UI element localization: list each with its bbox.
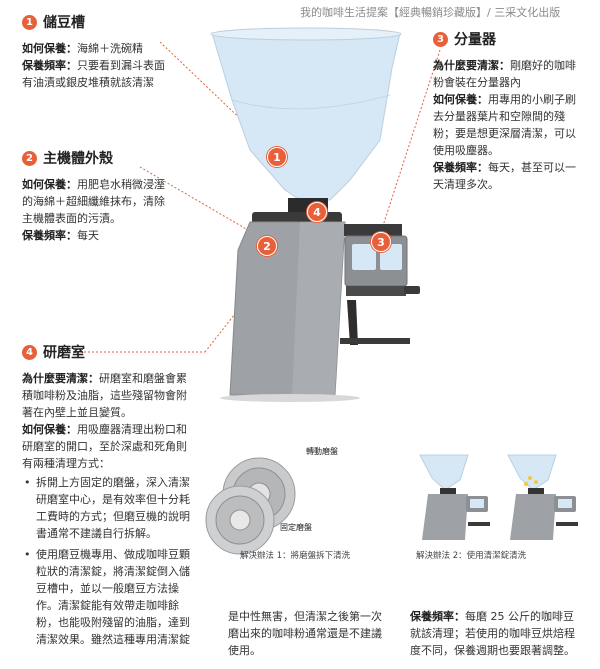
frequency-text: 保養頻率：每磨 25 公斤的咖啡豆 就該清理；若使用的咖啡豆烘焙程 度不同，保養… — [410, 610, 575, 657]
continuation-text: 是中性無害，但清潔之後第一次 磨出來的咖啡粉通常還是不建議 使用。 — [228, 610, 382, 657]
section-number-4: 4 — [22, 344, 37, 360]
section-doser: 3 分量器 為什麼要清潔：剛磨好的咖啡 粉會裝在分量器內 如何保養：用專用的小刷… — [433, 29, 593, 193]
section-number-3: 3 — [433, 31, 448, 47]
section-number-2: 2 — [22, 150, 37, 166]
section-title-body: 2 主機體外殼 — [22, 148, 242, 168]
body-title: 主機體外殼 — [43, 151, 113, 167]
small-grinder-1 — [419, 454, 490, 540]
section-title-chamber: 4 研磨室 — [22, 342, 222, 362]
section-title-doser: 3 分量器 — [433, 29, 593, 49]
chamber-text: 為什麼要清潔：研磨室和磨盤會累 積咖啡粉及油脂，這些殘留物會附 著在內壁上並且變… — [22, 370, 222, 648]
body-text: 如何保養：用肥皂水稍微浸溼 的海綿＋超細纖維抹布，清除 主機體表面的污漬。 保養… — [22, 178, 165, 242]
bullet-item-1: 拆開上方固定的磨盤，深入清潔 研磨室中心，是有效率但十分耗 工費時的方式；但磨豆… — [24, 474, 222, 542]
marker-4: 4 — [307, 202, 327, 222]
marker-1: 1 — [267, 147, 287, 167]
hopper-text: 如何保養：海綿＋洗碗精 保養頻率：只要看到漏斗表面 有油漬或銀皮堆積就該清潔 — [22, 42, 165, 89]
marker-2: 2 — [257, 236, 277, 256]
label-rotating-burr: 轉動磨盤 — [306, 447, 338, 456]
caption-method-1: 解決辦法 1：將磨盤拆下清洗 — [240, 551, 351, 561]
bullet-item-2: 使用磨豆機專用、做成咖啡豆顆 粒狀的清潔錠，將清潔錠倒入儲 豆槽中，並以一般磨豆… — [24, 546, 222, 648]
burr-set — [205, 457, 296, 555]
label-fixed-burr: 固定磨盤 — [280, 523, 312, 532]
section-body: 2 主機體外殼 如何保養：用肥皂水稍微浸溼 的海綿＋超細纖維抹布，清除 主機體表… — [22, 148, 242, 244]
doser-text: 為什麼要清潔：剛磨好的咖啡 粉會裝在分量器內 如何保養：用專用的小刷子刷 去分量… — [433, 59, 576, 191]
leader-line-3 — [379, 49, 441, 236]
hopper-shape — [211, 32, 401, 201]
section-chamber: 4 研磨室 為什麼要清潔：研磨室和磨盤會累 積咖啡粉及油脂，這些殘留物會附 著在… — [22, 342, 222, 648]
leader-line-2 — [139, 166, 266, 241]
chamber-bullets: 拆開上方固定的磨盤，深入清潔 研磨室中心，是有效率但十分耗 工費時的方式；但磨豆… — [22, 474, 222, 648]
small-grinder-2 — [507, 454, 578, 540]
doser-title: 分量器 — [454, 32, 496, 48]
section-number-1: 1 — [22, 14, 37, 30]
caption-method-2: 解決辦法 2：使用清潔錠清洗 — [416, 551, 527, 561]
section-title-hopper: 1 儲豆槽 — [22, 12, 242, 32]
book-credit: 我的咖啡生活提案【經典暢銷珍藏版】/ 三采文化出版 — [300, 6, 561, 19]
marker-3: 3 — [371, 232, 391, 252]
section-hopper: 1 儲豆槽 如何保養：海綿＋洗碗精 保養頻率：只要看到漏斗表面 有油漬或銀皮堆積… — [22, 12, 242, 91]
hopper-title: 儲豆槽 — [43, 15, 85, 31]
chamber-title: 研磨室 — [43, 345, 85, 361]
